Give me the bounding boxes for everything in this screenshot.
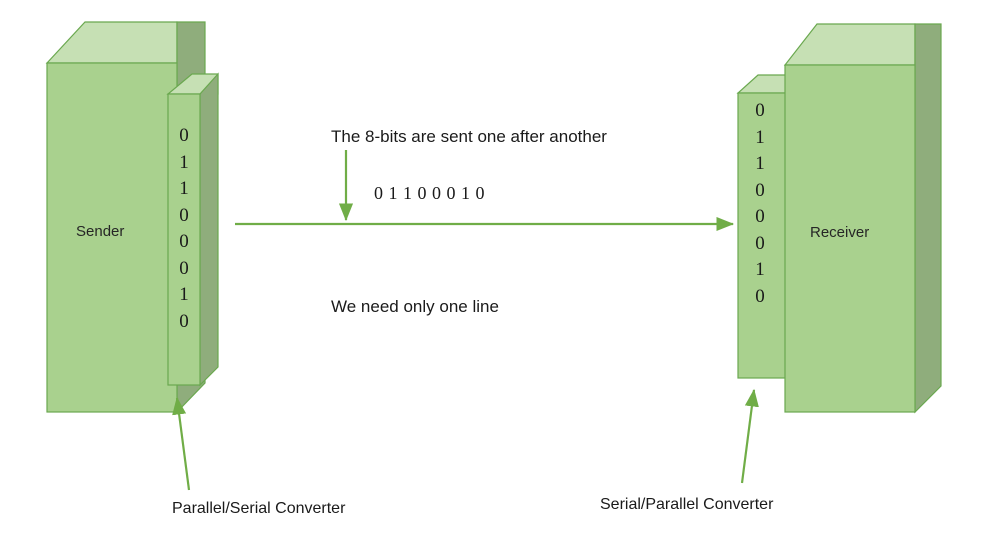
receiver-register-front-face xyxy=(737,92,791,379)
receiver-register-bit-1: 1 xyxy=(755,126,765,148)
sender-register-bit-6: 1 xyxy=(179,284,189,305)
receiver-register-bit-5: 0 xyxy=(755,232,765,254)
sender-register-bit-0: 0 xyxy=(179,125,189,146)
receiver-label: Receiver xyxy=(810,224,870,241)
parallel-serial-converter-label: Parallel/Serial Converter xyxy=(172,500,346,517)
receiver-block-front-face xyxy=(784,64,916,413)
sender-register-bit-column: 0 1 1 0 0 0 1 0 xyxy=(168,123,200,335)
sender-register-bit-7: 0 xyxy=(179,310,189,332)
receiver-block-top-face xyxy=(783,23,916,66)
sender-shift-register xyxy=(166,72,219,387)
serial-bit-stream: 0 1 1 0 0 0 1 0 xyxy=(374,183,485,203)
sender-register-front-face xyxy=(167,93,201,386)
sender-register-bit-4: 0 xyxy=(179,231,189,252)
receiver-block xyxy=(783,23,942,414)
receiver-register-bit-0: 0 xyxy=(755,100,765,121)
sender-block-front-face xyxy=(46,62,178,413)
receiver-register-bit-7: 0 xyxy=(755,285,765,307)
receiver-register-top-face xyxy=(736,74,791,94)
serial-parallel-converter-arrow xyxy=(740,388,759,484)
serial-parallel-converter-label: Serial/Parallel Converter xyxy=(600,496,774,513)
receiver-block-side-face xyxy=(914,23,942,414)
receiver-register-bit-column: 0 1 1 0 0 0 1 0 xyxy=(744,98,776,310)
one-line-note-text: We need only one line xyxy=(331,297,499,316)
sender-block-top-face xyxy=(45,21,178,64)
receiver-register-bit-4: 0 xyxy=(755,206,765,227)
sender-register-bit-3: 0 xyxy=(179,204,189,226)
receiver-shift-register xyxy=(736,74,791,379)
sender-register-bit-1: 1 xyxy=(179,151,189,173)
receiver-register-bit-3: 0 xyxy=(755,179,765,201)
bits-note-text: The 8-bits are sent one after another xyxy=(331,127,607,146)
sender-register-side-face xyxy=(199,72,219,387)
parallel-serial-converter-arrow xyxy=(172,396,191,491)
sender-register-bit-5: 0 xyxy=(179,257,189,279)
sender-register-bit-2: 1 xyxy=(179,178,189,199)
receiver-register-bit-2: 1 xyxy=(755,153,765,174)
receiver-register-bit-6: 1 xyxy=(755,259,765,280)
sender-label: Sender xyxy=(76,223,125,240)
